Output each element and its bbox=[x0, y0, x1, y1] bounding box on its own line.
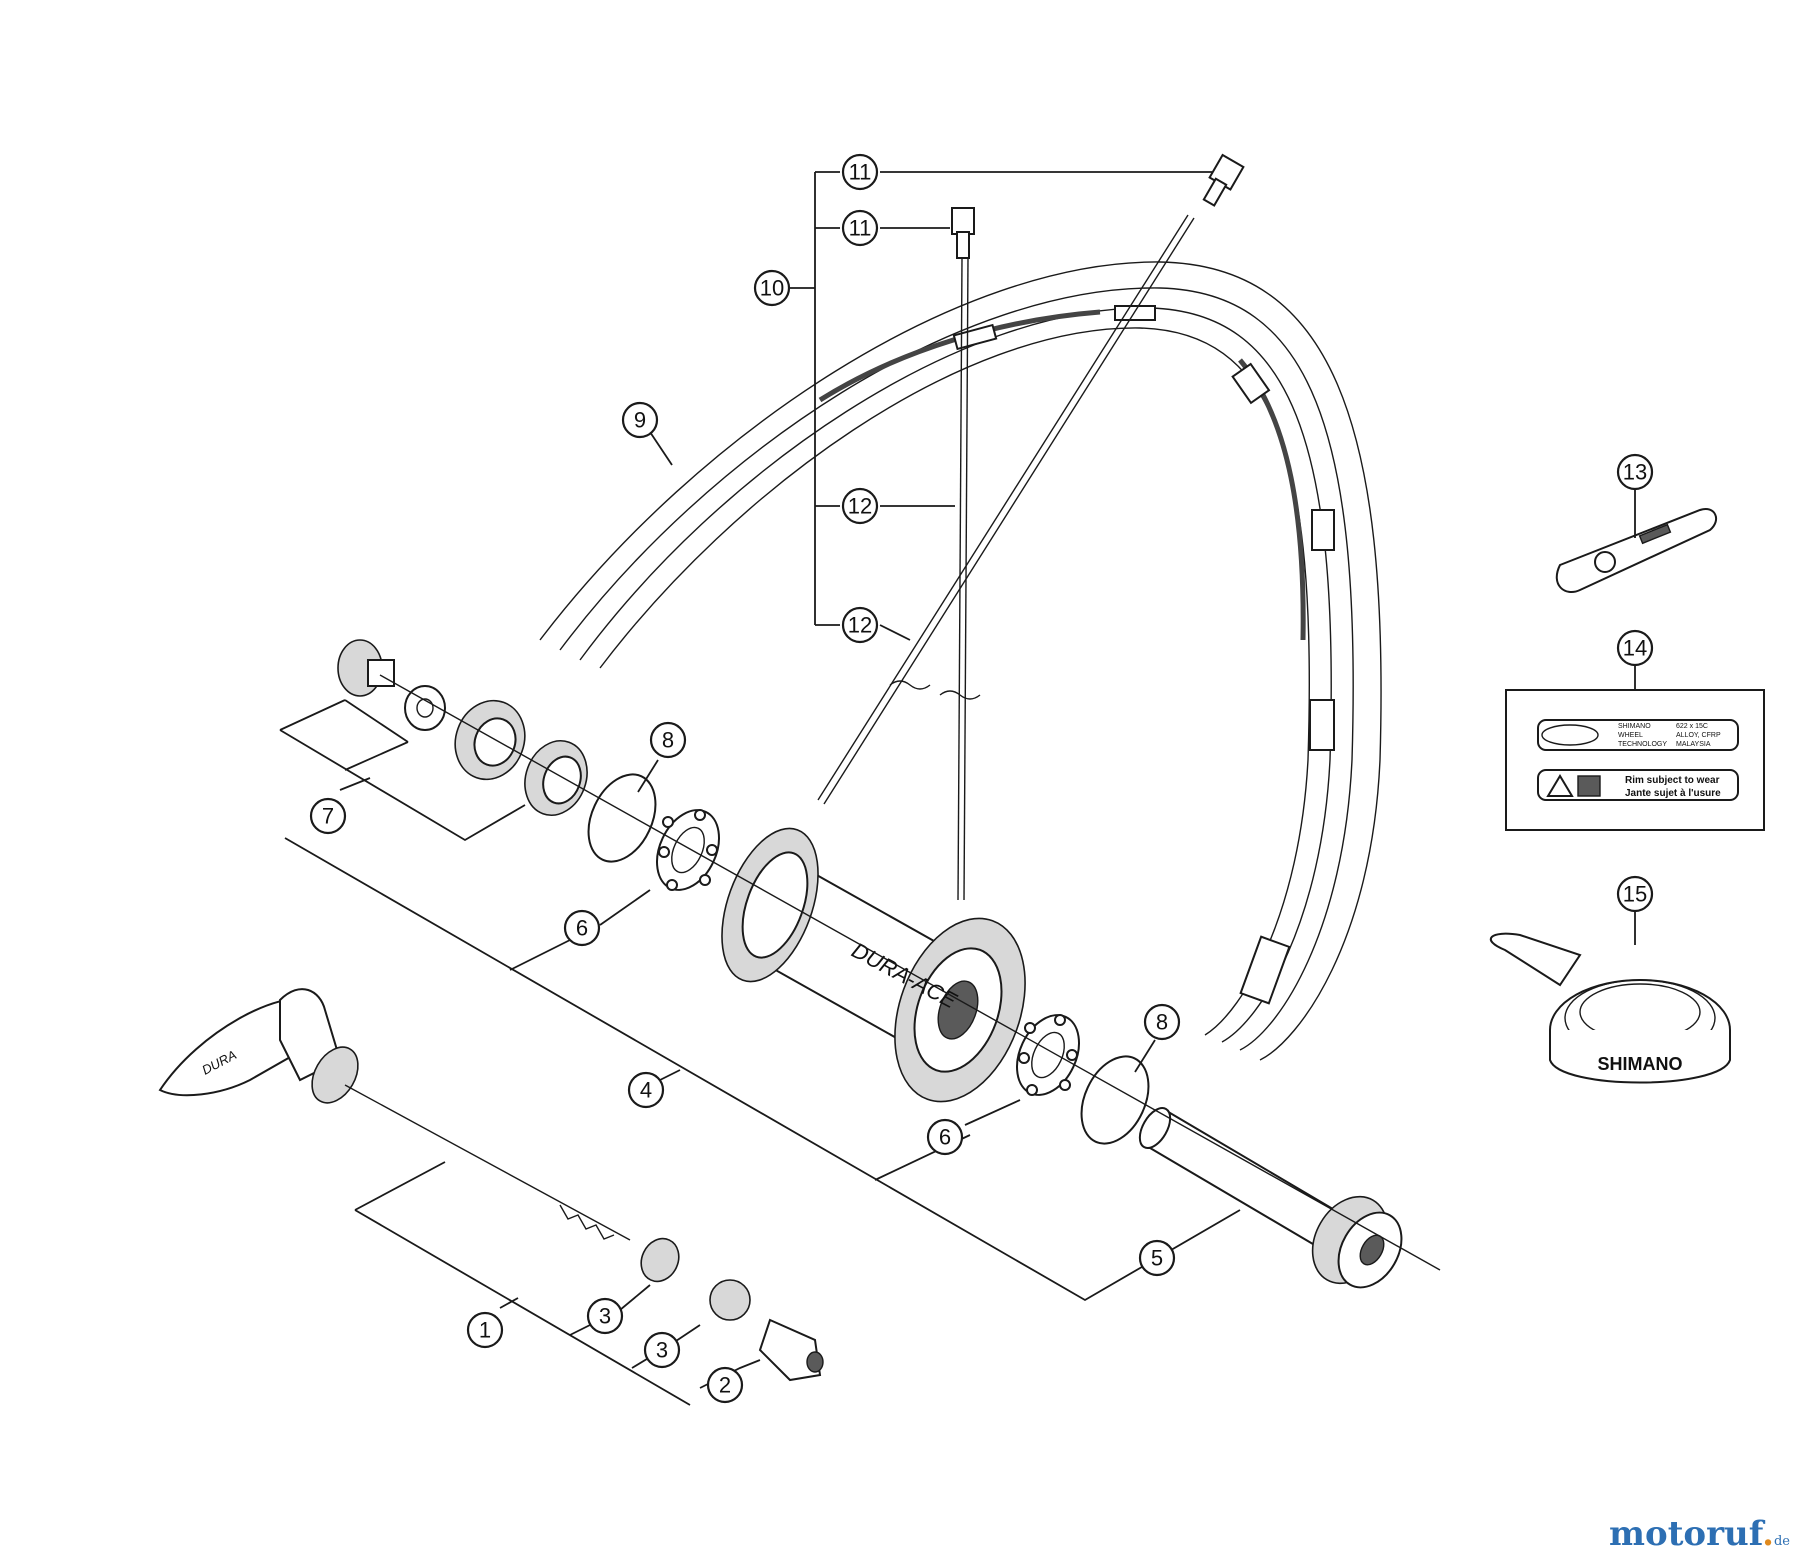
callout-3-upper-text: 3 bbox=[599, 1304, 611, 1329]
callout-10: 10 bbox=[753, 269, 791, 307]
sticker-col1-line1: SHIMANO bbox=[1618, 723, 1651, 730]
callout-2: 2 bbox=[706, 1366, 744, 1404]
sticker-col2-line2: ALLOY, CFRP bbox=[1676, 732, 1721, 739]
label-sticker: SHIMANO WHEEL TECHNOLOGY 622 x 15C ALLOY… bbox=[1505, 689, 1765, 831]
callout-3-lower: 3 bbox=[643, 1331, 681, 1369]
callout-5: 5 bbox=[1138, 1239, 1176, 1277]
warning-triangle-icon bbox=[1546, 774, 1574, 797]
callout-11-mid: 11 bbox=[841, 209, 879, 247]
callout-13-text: 13 bbox=[1623, 460, 1647, 485]
sticker-col2-line3: MALAYSIA bbox=[1676, 741, 1711, 748]
hub-end-parts bbox=[337, 639, 1441, 1271]
spokes bbox=[817, 214, 1195, 901]
leader-lines bbox=[279, 171, 1636, 1406]
callout-12-lower: 12 bbox=[841, 606, 879, 644]
manual-info-icon bbox=[1577, 775, 1601, 797]
callout-12-upper: 12 bbox=[841, 487, 879, 525]
callout-4: 4 bbox=[627, 1071, 665, 1109]
callout-6-right: 6 bbox=[926, 1118, 964, 1156]
callout-15-text: 15 bbox=[1623, 882, 1647, 907]
bearing-right bbox=[1016, 1014, 1080, 1096]
callout-5-text: 5 bbox=[1151, 1246, 1163, 1271]
nipple-center bbox=[951, 207, 975, 259]
callout-2-text: 2 bbox=[719, 1373, 731, 1398]
callout-14-text: 14 bbox=[1623, 636, 1647, 661]
callout-10-text: 10 bbox=[760, 276, 784, 301]
callout-8-right: 8 bbox=[1143, 1003, 1181, 1041]
callout-3-upper: 3 bbox=[586, 1297, 624, 1335]
watermark: motoruf.de bbox=[1609, 1514, 1790, 1554]
callout-4-text: 4 bbox=[640, 1078, 652, 1103]
callout-9: 9 bbox=[621, 401, 659, 439]
callout-6-left-text: 6 bbox=[576, 916, 588, 941]
callout-8-left-text: 8 bbox=[662, 728, 674, 753]
callout-12-lower-text: 12 bbox=[848, 613, 872, 638]
callout-11-top-text: 11 bbox=[849, 160, 872, 185]
callout-7: 7 bbox=[309, 797, 347, 835]
sticker-warning-line1: Rim subject to wear bbox=[1625, 775, 1720, 786]
callout-13: 13 bbox=[1616, 453, 1654, 491]
callout-7-text: 7 bbox=[322, 804, 334, 829]
watermark-dot: . bbox=[1762, 1514, 1774, 1554]
nipple-right bbox=[1202, 153, 1245, 207]
callout-3-lower-text: 3 bbox=[656, 1338, 668, 1363]
quick-release: DURA bbox=[158, 988, 824, 1382]
callout-8-right-text: 8 bbox=[1156, 1010, 1168, 1035]
sticker-col1-line2: WHEEL bbox=[1618, 732, 1643, 739]
seal-ring-left bbox=[587, 773, 657, 863]
hub-axle bbox=[1138, 1107, 1403, 1289]
callout-15: 15 bbox=[1616, 875, 1654, 913]
watermark-tld: de bbox=[1773, 1534, 1790, 1549]
callout-6-left: 6 bbox=[563, 909, 601, 947]
tape-brand-text: SHIMANO bbox=[1598, 1054, 1683, 1074]
sticker-col2-line1: 622 x 15C bbox=[1676, 723, 1708, 730]
bearing-left bbox=[656, 809, 720, 891]
spoke-wrench bbox=[1555, 508, 1718, 593]
sticker-col1-line3: TECHNOLOGY bbox=[1618, 741, 1667, 748]
callout-11-mid-text: 11 bbox=[849, 216, 872, 241]
callout-1: 1 bbox=[466, 1311, 504, 1349]
callout-8-left: 8 bbox=[649, 721, 687, 759]
callout-11-top: 11 bbox=[841, 153, 879, 191]
callout-9-text: 9 bbox=[634, 408, 646, 433]
watermark-main: motoruf bbox=[1609, 1514, 1763, 1554]
callout-14: 14 bbox=[1616, 629, 1654, 667]
sticker-warning-line2: Jante sujet à l'usure bbox=[1625, 788, 1721, 799]
callout-6-right-text: 6 bbox=[939, 1125, 951, 1150]
rim-tape: SHIMANO bbox=[1490, 932, 1731, 1084]
rim bbox=[539, 261, 1382, 1061]
callout-12-upper-text: 12 bbox=[848, 494, 872, 519]
callout-1-text: 1 bbox=[479, 1318, 491, 1343]
hub-body: DURA-ACE bbox=[721, 827, 1026, 1103]
